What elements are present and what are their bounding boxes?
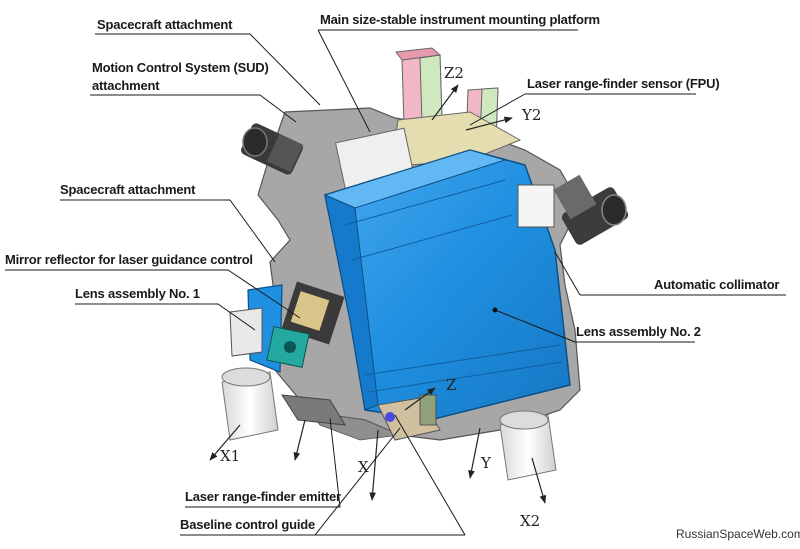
z2-column (395, 47, 443, 126)
axis-x-arrow (369, 429, 379, 501)
axis-y-arrow (468, 427, 481, 479)
axis-y2-arrow (465, 116, 513, 131)
label-spacecraft-attachment-left: Spacecraft attachment (60, 182, 196, 197)
label-baseline-guide: Baseline control guide (180, 517, 316, 532)
label-mirror-reflector: Mirror reflector for laser guidance cont… (5, 252, 253, 267)
axis-label-y: Y (481, 454, 491, 472)
left-camera (241, 123, 304, 175)
collimator-bracket (517, 184, 555, 228)
label-lens-assembly-2: Lens assembly No. 2 (576, 324, 701, 339)
axis-label-z2: Z2 (444, 64, 464, 82)
label-laser-sensor: Laser range-finder sensor (FPU) (527, 76, 720, 91)
automatic-collimator-camera (553, 174, 629, 245)
leader-spacecraft-left (60, 199, 276, 263)
leader-spacecraft-top (95, 33, 321, 106)
axis-label-z: Z (446, 376, 457, 394)
emitter-plate (281, 394, 346, 426)
axis-label-x1: X1 (220, 447, 241, 465)
lens-2-dot (492, 307, 498, 313)
small-blue-port (385, 412, 395, 422)
axis-z2-arrow (431, 84, 459, 121)
axis-x1-arrow (209, 424, 241, 461)
leader-sud (90, 94, 297, 123)
label-sud-attachment-line1: Motion Control System (SUD) (92, 60, 269, 75)
label-lens-assembly-1: Lens assembly No. 1 (75, 286, 200, 301)
label-main-platform: Main size-stable instrument mounting pla… (320, 12, 600, 27)
leader-lens-1 (75, 303, 256, 331)
axis-label-x: X (358, 458, 369, 476)
label-laser-emitter: Laser range-finder emitter (185, 489, 341, 504)
leader-emitter (185, 417, 341, 508)
axis-label-y2: Y2 (522, 106, 542, 124)
leader-mirror (5, 269, 301, 319)
lens-2-cylinder (499, 410, 557, 481)
label-automatic-collimator: Automatic collimator (654, 277, 780, 292)
label-spacecraft-attachment-top: Spacecraft attachment (97, 17, 233, 32)
leader-lines (5, 29, 786, 536)
mirror-reflector-unit (266, 281, 345, 368)
green-panel (419, 394, 437, 426)
axis-z-arrow (404, 387, 436, 411)
lens-assembly-2-body (323, 149, 571, 421)
axis-x2-arrow (531, 457, 547, 504)
emitter-arrow (293, 419, 306, 461)
label-sud-attachment-line2: attachment (92, 78, 160, 93)
axis-label-x2: X2 (520, 512, 541, 530)
axis-arrows (209, 84, 547, 504)
credit-text: RussianSpaceWeb.com (676, 527, 800, 541)
lens-1-cylinder (221, 367, 279, 441)
